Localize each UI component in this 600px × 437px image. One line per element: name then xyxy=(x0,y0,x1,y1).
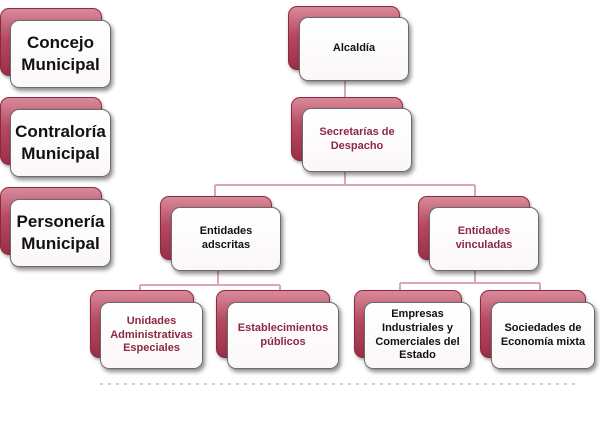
node-vinculadas: Entidades vinculadas xyxy=(418,196,540,272)
node-secretarias-label: Secretarías de Despacho xyxy=(319,126,395,152)
node-concejo-label: Concejo Municipal xyxy=(21,32,100,74)
node-empresas-label: Empresas Industriales y Comerciales del … xyxy=(375,308,460,362)
node-establecimientos-label: Establecimientos públicos xyxy=(237,321,329,348)
node-adscritas-label: Entidades adscritas xyxy=(199,225,253,251)
node-unidades-label: Unidades Administrativas Especiales xyxy=(110,314,193,355)
node-contraloria: Contraloría Municipal xyxy=(0,97,112,179)
node-alcaldia-label: Alcaldía xyxy=(332,42,376,55)
node-personeria-label: Personería Municipal xyxy=(16,211,105,253)
node-contraloria-label: Contraloría Municipal xyxy=(15,121,106,163)
node-sociedades-label: Sociedades de Economía mixta xyxy=(500,321,586,348)
node-sociedades: Sociedades de Economía mixta xyxy=(480,290,596,370)
node-alcaldia: Alcaldía xyxy=(288,6,410,82)
node-personeria: Personería Municipal xyxy=(0,187,112,269)
node-concejo: Concejo Municipal xyxy=(0,8,112,90)
node-vinculadas-label: Entidades vinculadas xyxy=(455,225,513,251)
node-adscritas: Entidades adscritas xyxy=(160,196,282,272)
node-secretarias: Secretarías de Despacho xyxy=(291,97,413,173)
node-establecimientos: Establecimientos públicos xyxy=(216,290,340,370)
node-empresas: Empresas Industriales y Comerciales del … xyxy=(354,290,472,370)
node-unidades: Unidades Administrativas Especiales xyxy=(90,290,204,370)
